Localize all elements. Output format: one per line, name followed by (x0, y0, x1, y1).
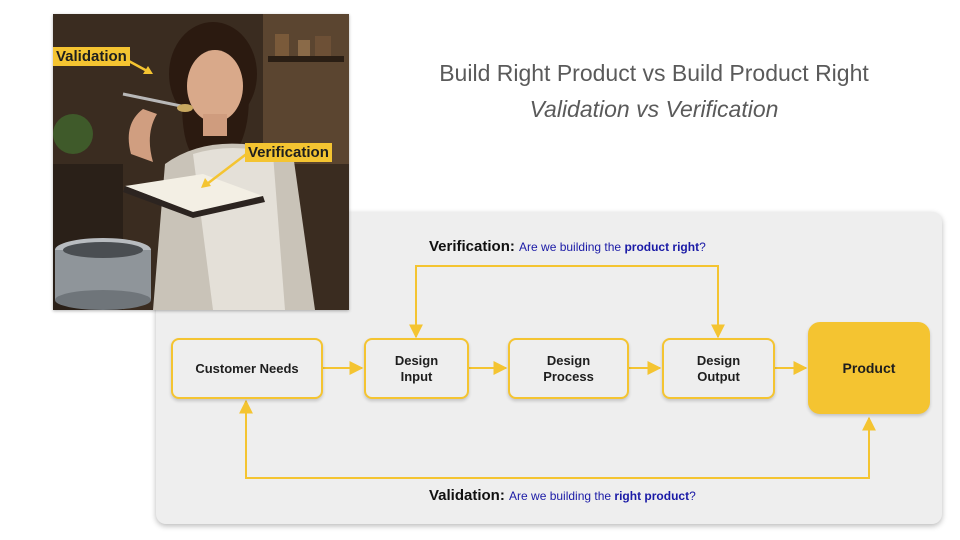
node-design-output-line2: Output (697, 368, 740, 384)
verification-tag: Verification (245, 143, 332, 162)
cooking-photo: Validation Verification (53, 14, 349, 310)
node-customer-needs-label: Customer Needs (195, 360, 299, 376)
node-design-process-line2: Process (543, 368, 594, 384)
verification-label: Verification: (429, 238, 515, 255)
node-design-input-line2: Input (400, 368, 433, 384)
page-subtitle: Validation vs Verification (529, 96, 779, 122)
node-design-process-line1: Design (546, 352, 591, 368)
validation-tag: Validation (53, 47, 130, 66)
node-design-process: Design Process (508, 338, 629, 399)
node-customer-needs: Customer Needs (171, 338, 323, 399)
node-design-output: Design Output (662, 338, 775, 399)
validation-label: Validation: (429, 487, 505, 504)
verification-question: Are we building the product right? (519, 240, 706, 254)
cooking-illustration (53, 14, 349, 310)
node-design-output-line1: Design (696, 352, 741, 368)
verification-loop (409, 265, 725, 339)
node-product-label: Product (842, 360, 896, 376)
page-title: Build Right Product vs Build Product Rig… (439, 60, 869, 86)
node-product: Product (808, 322, 930, 414)
node-design-input-line1: Design (394, 352, 439, 368)
validation-caption: Validation: Are we building the right pr… (429, 487, 696, 504)
verification-caption: Verification: Are we building the produc… (429, 238, 706, 255)
validation-question: Are we building the right product? (509, 489, 696, 503)
node-design-input: Design Input (364, 338, 469, 399)
validation-loop (239, 399, 876, 479)
